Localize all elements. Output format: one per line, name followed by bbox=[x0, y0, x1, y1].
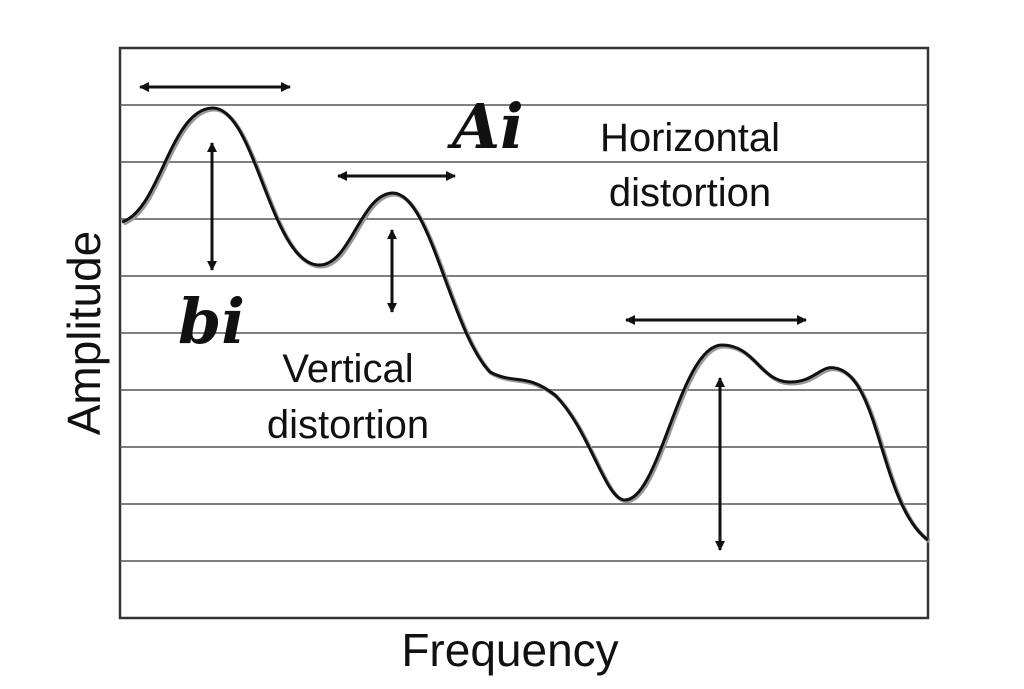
symbol-ai: Ai bbox=[447, 90, 524, 163]
y-axis-label: Amplitude bbox=[58, 231, 110, 436]
vertical-distortion-label-line2: distortion bbox=[267, 403, 429, 447]
x-axis-label: Frequency bbox=[401, 624, 618, 676]
vertical-distortion-label-line1: Vertical bbox=[282, 347, 413, 391]
horizontal-distortion-label-line2: distortion bbox=[609, 171, 771, 215]
horizontal-distortion-label-line1: Horizontal bbox=[600, 116, 780, 160]
grid-lines bbox=[120, 104, 928, 562]
symbol-bi: bi bbox=[178, 285, 245, 358]
signal-curve bbox=[121, 106, 929, 542]
